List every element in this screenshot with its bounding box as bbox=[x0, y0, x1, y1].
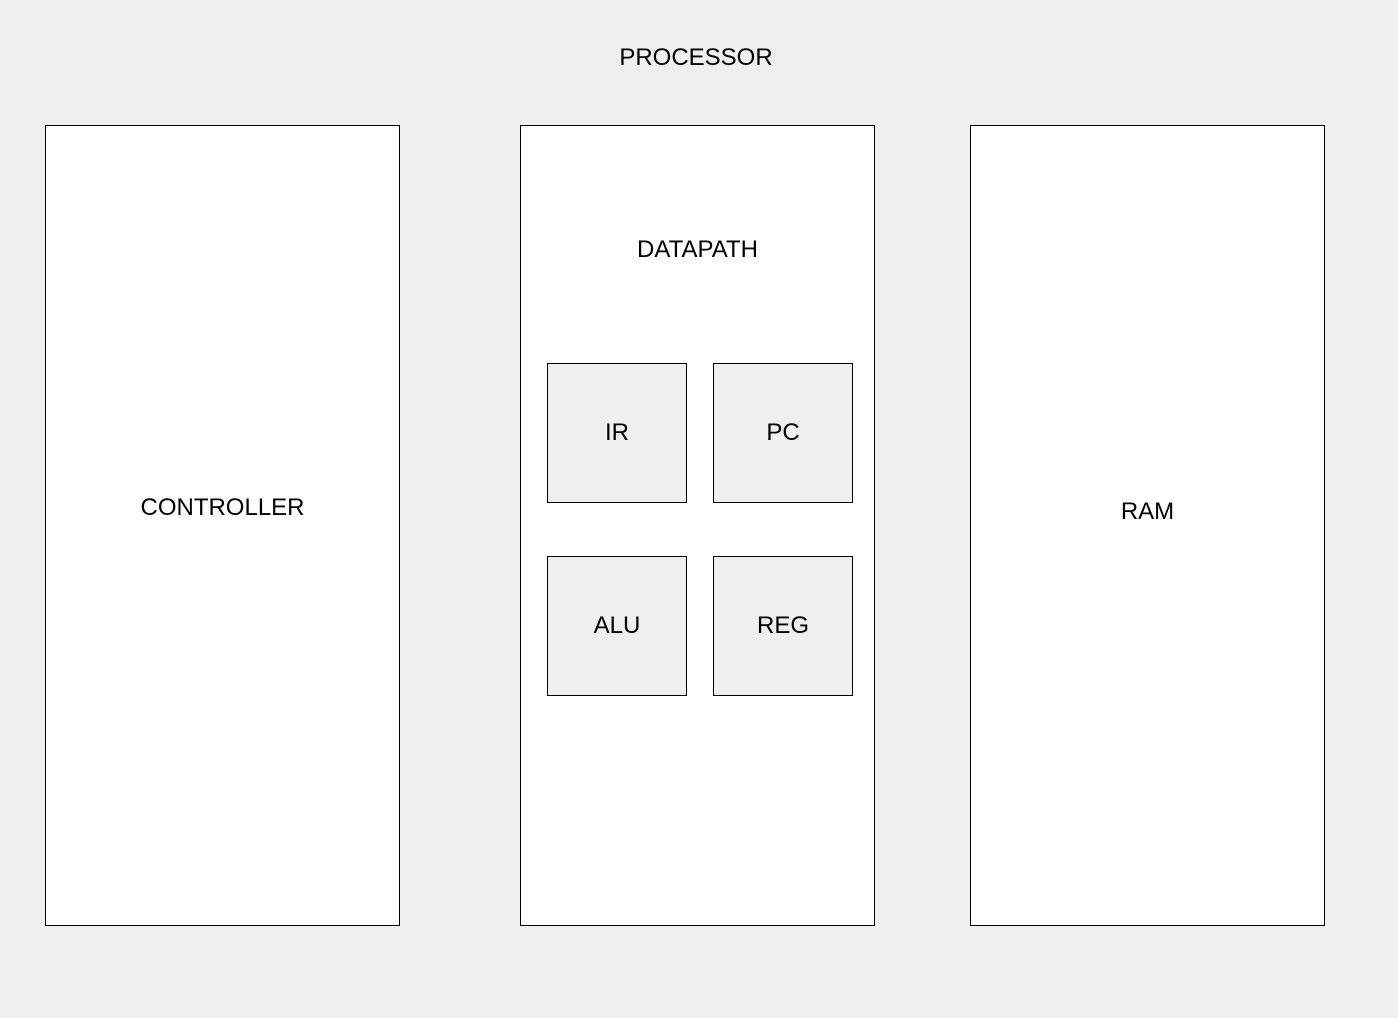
ram-label: RAM bbox=[1120, 498, 1175, 525]
datapath-block: DATAPATH IR PC ALU REG bbox=[520, 125, 875, 926]
reg-label: REG bbox=[756, 612, 809, 639]
diagram-title: PROCESSOR bbox=[619, 44, 773, 71]
reg-block: REG bbox=[713, 556, 853, 696]
alu-label: ALU bbox=[593, 612, 641, 639]
datapath-label: DATAPATH bbox=[637, 236, 758, 263]
ir-block: IR bbox=[547, 363, 687, 503]
controller-label: CONTROLLER bbox=[140, 494, 305, 521]
ir-label: IR bbox=[605, 419, 629, 446]
controller-block: CONTROLLER bbox=[45, 125, 400, 926]
pc-block: PC bbox=[713, 363, 853, 503]
ram-block: RAM bbox=[970, 125, 1325, 926]
pc-label: PC bbox=[766, 419, 800, 446]
alu-block: ALU bbox=[547, 556, 687, 696]
